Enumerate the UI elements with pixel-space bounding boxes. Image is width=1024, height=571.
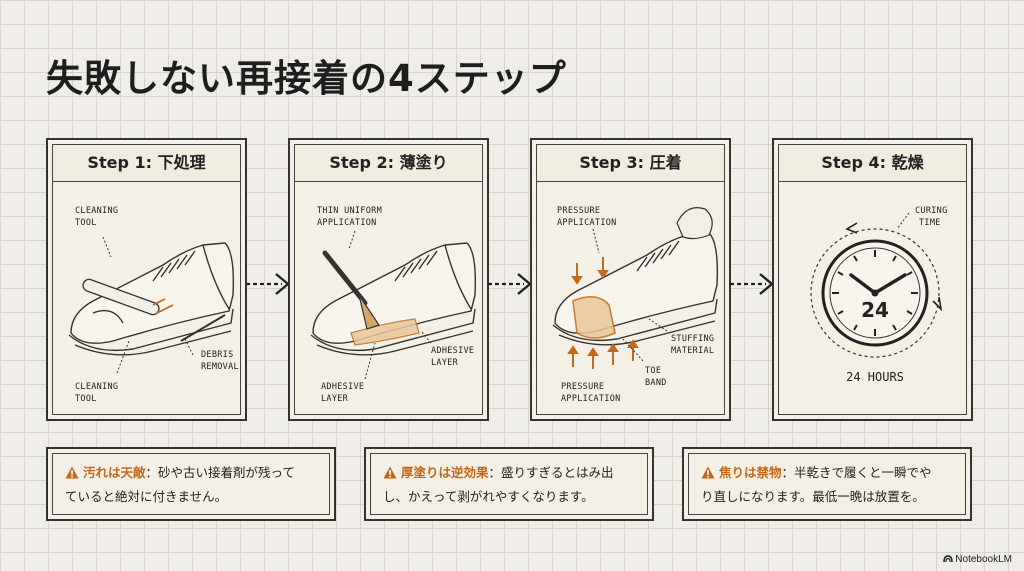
step-3-heading: Step 3: 圧着 [537,145,724,182]
stuffing-icon [676,207,713,240]
step-2-heading: Step 2: 薄塗り [295,145,482,182]
step-3-illustration: PRESSURE APPLICATION STUFFING MATERIAL T… [552,206,719,404]
warning-1-line2: ていると絶対に付きません。 [65,489,228,504]
label-pressure-bottom: PRESSURE [561,382,604,392]
warning-2-head: 厚塗りは逆効果 [401,465,489,480]
warning-triangle-icon [65,466,79,479]
label-cleaning-tool-bottom-2: TOOL [75,394,97,404]
label-pressure-top: PRESSURE [557,206,600,216]
label-cleaning-tool-bottom: CLEANING [75,382,118,392]
warning-3-line2: り直しになります。最低一晩は放置を。 [701,489,925,504]
label-toe-band-2: BAND [645,378,667,388]
label-curing-2: TIME [919,218,941,228]
warning-triangle-icon [383,466,397,479]
warning-box-2: 厚塗りは逆効果：盛りすぎるとはみ出 し、かえって剥がれやすくなります。 [364,447,654,521]
sneaker-icon [68,242,235,356]
warning-triangle-icon [701,466,715,479]
warning-1-head: 汚れは天敵 [83,465,146,480]
notebooklm-logo-icon [942,555,953,563]
warning-2-line1: ：盛りすぎるとはみ出 [488,465,614,480]
label-adhesive-right: ADHESIVE [431,346,474,356]
toe-band-icon [572,296,616,339]
warning-box-1: 汚れは天敵：砂や古い接着剤が残って ていると絶対に付きません。 [46,447,336,521]
step-4-illustration: CURING TIME 24 24 HOURS [810,206,948,384]
label-adhesive-left-2: LAYER [321,394,349,404]
clock-icon [810,222,943,358]
step-4-heading: Step 4: 乾燥 [779,145,966,182]
label-stuffing: STUFFING [671,334,714,344]
step-4-panel: Step 4: 乾燥 C [772,138,973,421]
warning-box-3: 焦りは禁物：半乾きで履くと一瞬でや り直しになります。最低一晩は放置を。 [682,447,972,521]
warning-1-line1: ：砂や古い接着剤が残って [145,465,295,480]
warning-3-head: 焦りは禁物 [719,465,782,480]
brush-icon [82,278,160,316]
warning-3-line1: ：半乾きで履くと一瞬でや [781,465,932,480]
label-stuffing-2: MATERIAL [671,346,714,356]
step-1-panel: Step 1: 下処理 CLEANING TOOL DEBRIS REMOVAL… [46,138,247,421]
right-arrow-icon [488,273,532,295]
label-24-hours: 24 HOURS [846,370,904,384]
brand-watermark: NotebookLM [942,554,1012,565]
label-debris: DEBRIS [201,350,234,360]
right-arrow-icon [730,273,774,295]
page-title: 失敗しない再接着の4ステップ [46,57,567,100]
label-adhesive-right-2: LAYER [431,358,459,368]
label-debris-2: REMOVAL [201,362,239,372]
label-toe-band: TOE [645,366,661,376]
brand-name: NotebookLM [955,554,1012,565]
step-1-illustration: CLEANING TOOL DEBRIS REMOVAL CLEANING TO… [68,206,239,404]
scraper-icon [180,314,226,342]
label-adhesive-left: ADHESIVE [321,382,364,392]
label-pressure-top-2: APPLICATION [557,218,617,228]
warning-2-line2: し、かえって剥がれやすくなります。 [383,489,594,504]
step-1-heading: Step 1: 下処理 [53,145,240,182]
label-pressure-bottom-2: APPLICATION [561,394,621,404]
label-cleaning-tool-top: CLEANING [75,206,118,216]
label-thin-uniform-2: APPLICATION [317,218,377,228]
step-2-panel: Step 2: 薄塗り THIN UNIFORM APPLICATION ADH… [288,138,489,421]
label-thin-uniform: THIN UNIFORM [317,206,382,216]
label-cleaning-tool-top-2: TOOL [75,218,97,228]
label-curing: CURING [915,206,948,216]
right-arrow-icon [246,273,290,295]
step-3-panel: Step 3: 圧着 PRESSURE APPLICATION S [530,138,731,421]
clock-number: 24 [861,298,889,322]
step-2-illustration: THIN UNIFORM APPLICATION ADHESIVE LAYER … [310,206,477,404]
spatula-icon [322,250,368,306]
